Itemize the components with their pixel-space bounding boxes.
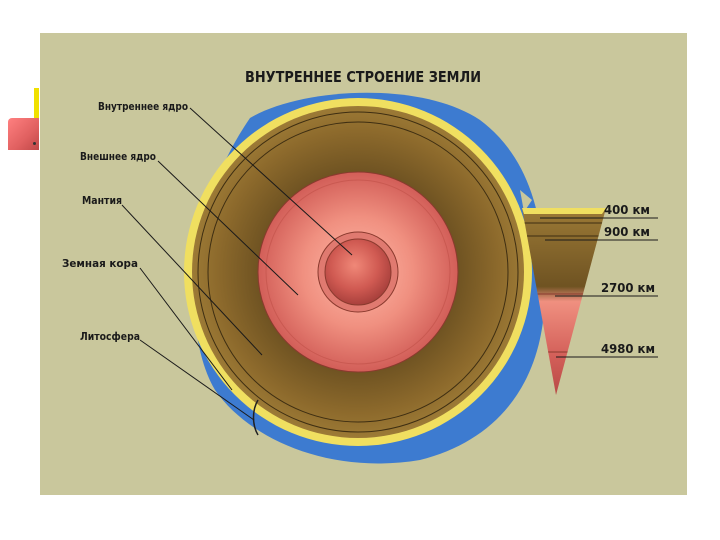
leader-crust bbox=[139, 267, 233, 391]
wedge-body bbox=[522, 208, 606, 395]
depth-label-2700: 2700 км bbox=[601, 281, 655, 295]
lithosphere-bracket bbox=[252, 399, 259, 436]
leader-outer-core bbox=[157, 160, 299, 296]
label-lithosphere: Литосфера bbox=[80, 330, 140, 343]
leader-inner-core bbox=[189, 107, 353, 256]
depth-label-900: 900 км bbox=[604, 225, 650, 239]
lithosphere-boundary bbox=[197, 111, 519, 433]
leader-mantle bbox=[121, 204, 263, 356]
label-crust: Земная кора bbox=[62, 257, 138, 270]
depth-markers bbox=[540, 217, 658, 358]
label-mantle: Мантия bbox=[82, 194, 122, 207]
globe-cut-notch bbox=[520, 190, 532, 212]
upper-mantle-boundary bbox=[207, 121, 509, 423]
outer-core-ring bbox=[265, 179, 451, 365]
wedge-crust bbox=[522, 208, 606, 214]
leader-lines bbox=[121, 107, 353, 421]
slide-accent-bar bbox=[34, 88, 39, 122]
label-inner-core: Внутреннее ядро bbox=[98, 100, 188, 113]
slide-bullet-dot bbox=[33, 142, 36, 145]
leader-lithosphere bbox=[139, 339, 255, 421]
earth-globe bbox=[184, 92, 545, 464]
diagram-title: ВНУТРЕННЕЕ СТРОЕНИЕ ЗЕМЛИ bbox=[245, 68, 481, 86]
label-outer-core: Внешнее ядро bbox=[80, 150, 156, 163]
depth-label-400: 400 км bbox=[604, 203, 650, 217]
depth-label-4980: 4980 км bbox=[601, 342, 655, 356]
inner-core-layer bbox=[324, 238, 392, 306]
